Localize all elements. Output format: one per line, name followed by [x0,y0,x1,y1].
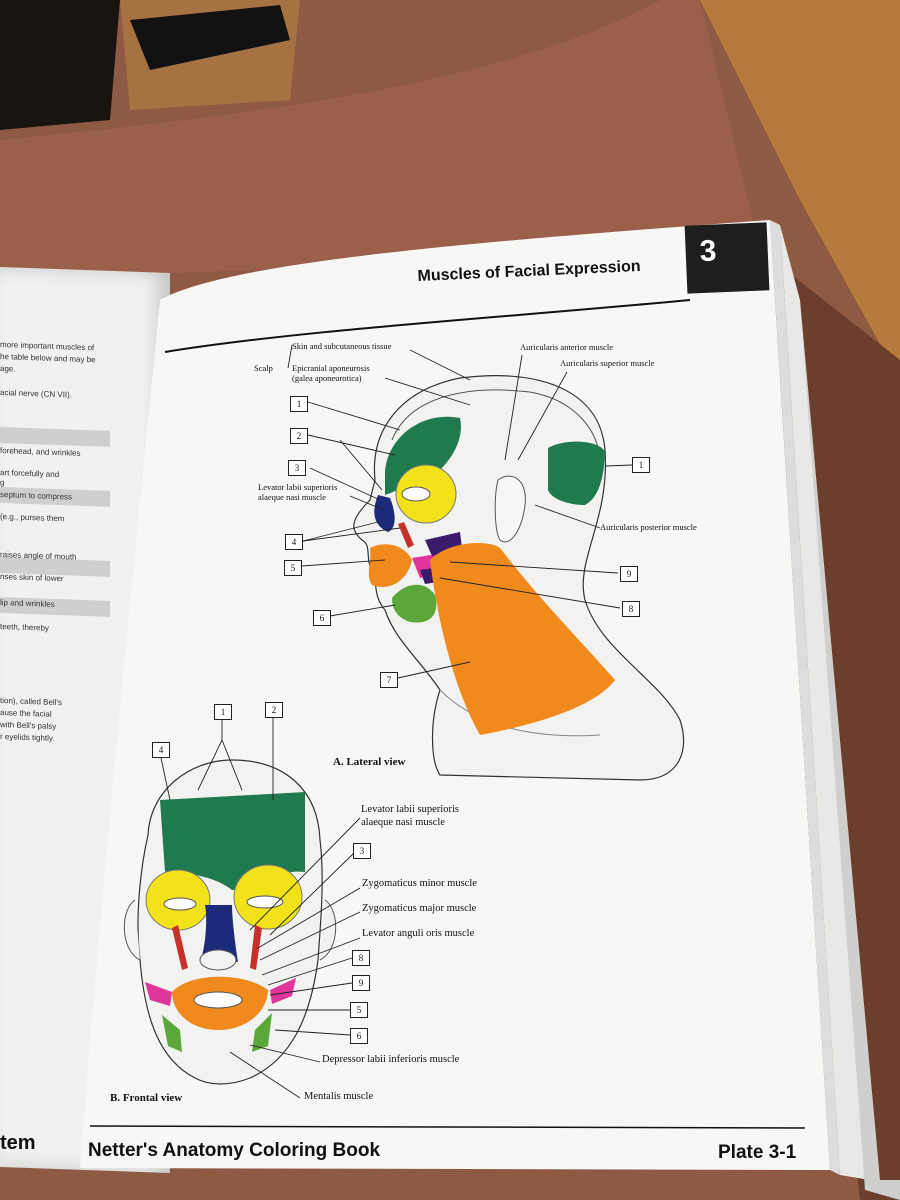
number-box: 9 [620,566,638,582]
number-box: 6 [313,610,331,626]
chapter-tab: 3 [684,222,770,294]
epicranial-label: Epicranial aponeurosis [292,363,370,373]
levator-anguli-label: Levator anguli oris muscle [362,928,475,939]
frontal-view-caption: B. Frontal view [110,1092,183,1104]
number-box: 6 [350,1028,368,1044]
depressor-label: Depressor labii inferioris muscle [322,1054,460,1065]
levator-label-frontal-2: alaeque nasi muscle [361,817,445,828]
number-box: 8 [352,950,370,966]
number-box: 7 [380,672,398,688]
number-box: 5 [350,1002,368,1018]
number-box: 2 [290,428,308,444]
number-box: 1 [290,396,308,412]
levator-label-frontal: Levator labii superioris [361,804,459,815]
zygomaticus-minor-label: Zygomaticus minor muscle [362,878,477,889]
mentalis-label: Mentalis muscle [304,1091,374,1102]
number-box: 4 [152,742,170,758]
number-box: 1 [632,457,650,473]
number-box: 2 [265,702,283,718]
zygomaticus-major-label: Zygomaticus major muscle [362,903,477,914]
auricularis-posterior-label: Auricularis posterior muscle [600,522,697,532]
lateral-view-caption: A. Lateral view [333,756,406,768]
auricularis-superior-label: Auricularis superior muscle [560,358,655,368]
scalp-label: Scalp [254,363,273,373]
number-box: 4 [285,534,303,550]
lateral-head-illustration [353,375,685,781]
skin-label: Skin and subcutaneous tissue [292,341,392,351]
number-box: 8 [622,601,640,617]
number-box: 9 [352,975,370,991]
auricularis-anterior-label: Auricularis anterior muscle [520,342,613,352]
plate-number: Plate 3-1 [718,1142,797,1163]
book-title-footer: Netter's Anatomy Coloring Book [88,1140,381,1161]
number-box: 3 [353,843,371,859]
chapter-number: 3 [699,234,718,269]
frontal-head-illustration [123,759,337,1085]
left-page-footer-fragment: tem [0,1132,36,1154]
number-box: 1 [214,704,232,720]
number-box: 3 [288,460,306,476]
number-box: 5 [284,560,302,576]
levator-label-2: alaeque nasi muscle [258,492,326,502]
levator-label: Levator labii superioris [258,482,338,492]
epicranial-label-2: (galea aponeurotica) [292,373,362,383]
